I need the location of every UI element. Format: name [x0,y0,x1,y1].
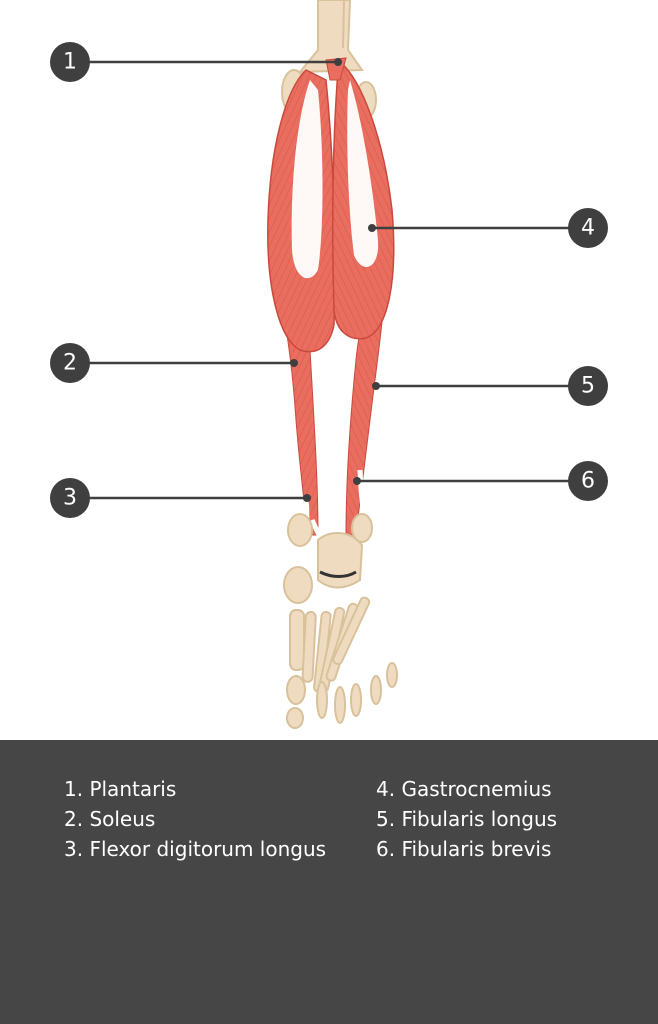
marker-1-label: 1 [63,50,77,75]
legend-panel: 1. Plantaris 2. Soleus 3. Flexor digitor… [0,740,658,1024]
legend-item-soleus: 2. Soleus [64,807,156,831]
legend-item-fibularis-brevis: 6. Fibularis brevis [376,837,552,861]
legend-item-fibularis-longus: 5. Fibularis longus [376,807,558,831]
legend-item-gastrocnemius: 4. Gastrocnemius [376,777,552,801]
legend-item-plantaris: 1. Plantaris [64,777,177,801]
marker-1: 1 [50,42,90,82]
marker-4: 4 [568,208,608,248]
legend-column-left: 1. Plantaris 2. Soleus 3. Flexor digitor… [64,774,326,864]
marker-5-label: 5 [581,374,595,399]
legend-column-right: 4. Gastrocnemius 5. Fibularis longus 6. … [376,774,557,864]
marker-4-label: 4 [581,216,595,241]
marker-3-label: 3 [63,486,77,511]
leader-dots [290,58,380,502]
anatomy-illustration: 1 2 3 4 5 6 [50,0,608,729]
marker-5: 5 [568,366,608,406]
marker-6-label: 6 [581,469,595,494]
femur-bone [297,0,364,74]
legend-item-flexor-digitorum-longus: 3. Flexor digitorum longus [64,837,327,861]
gastrocnemius-muscle [267,60,395,353]
foot-bones [283,513,398,729]
leader-lines [70,60,588,500]
marker-6: 6 [568,461,608,501]
marker-3: 3 [50,478,90,518]
marker-2-label: 2 [63,351,77,376]
marker-2: 2 [50,343,90,383]
